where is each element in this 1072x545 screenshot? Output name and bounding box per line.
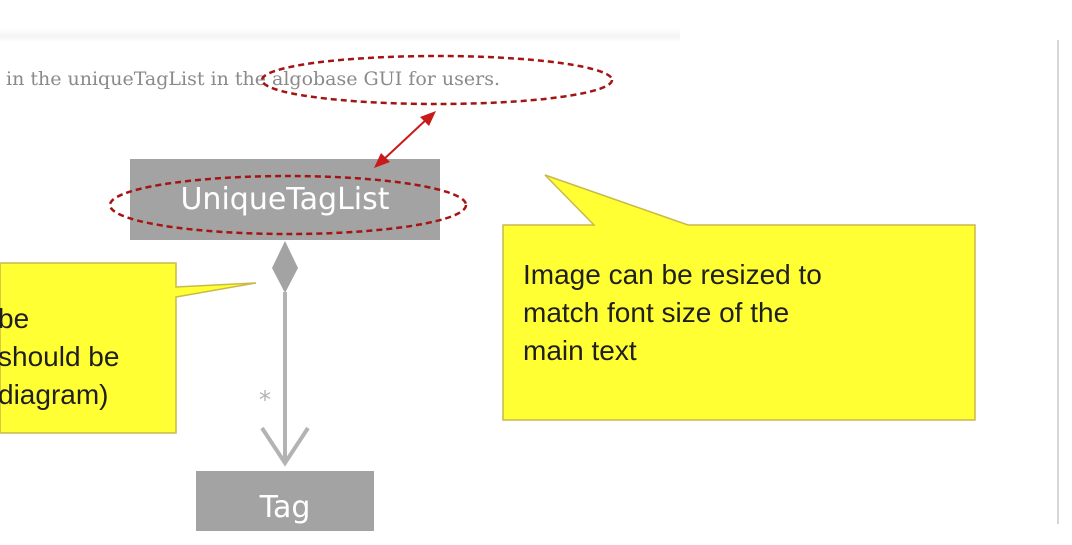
callout-right-text: Image can be resized to match font size …: [523, 259, 822, 366]
callout-left-text: be should be diagram): [0, 303, 120, 410]
highlight-ellipse-class: [108, 174, 468, 236]
double-arrow-line: [381, 117, 429, 162]
cropped-text-line: [0, 28, 680, 42]
uml-class-tag: Tag: [196, 471, 374, 531]
double-arrow-head-bottom: [374, 153, 390, 168]
callout-left-bubble: [0, 262, 257, 434]
composition-diamond: [272, 241, 298, 293]
page-divider: [1057, 40, 1059, 524]
double-arrow-head-top: [420, 111, 436, 126]
callout-right-bubble: [502, 174, 976, 421]
diagram-overlay: [0, 54, 976, 467]
uml-class-uniquetaglist: UniqueTagList: [130, 159, 440, 240]
highlight-ellipse-text: [260, 54, 614, 106]
multiplicity-label: *: [259, 386, 271, 414]
association-arrowhead: [260, 426, 310, 467]
document-body-text: in the uniqueTagList in the algobase GUI…: [6, 68, 500, 90]
